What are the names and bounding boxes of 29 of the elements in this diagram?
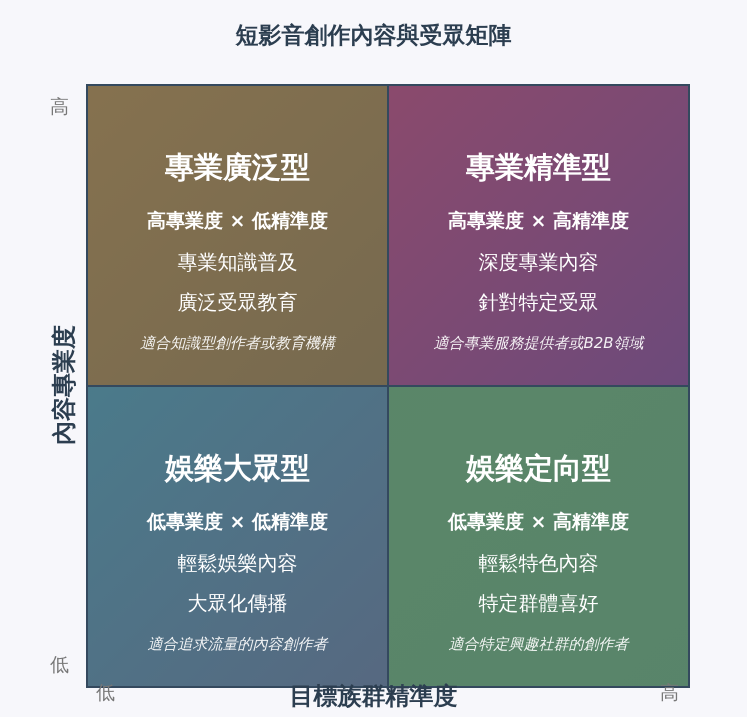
axis-tick-label: 低 bbox=[96, 681, 115, 706]
quadrant-title: 專業廣泛型 bbox=[165, 150, 310, 184]
quadrant-title: 專業精準型 bbox=[466, 150, 611, 184]
note-text: 適合追求流量的內容創作者 bbox=[148, 635, 328, 653]
axis-title: 目標族群精準度 bbox=[290, 681, 458, 712]
quadrant-panel bbox=[389, 86, 688, 385]
description-line: 深度專業內容 bbox=[478, 250, 598, 274]
axis-tick-label: 高 bbox=[660, 681, 679, 706]
description-line: 專業知識普及 bbox=[178, 250, 298, 274]
axis-tick-label: 低 bbox=[50, 653, 69, 678]
axis-tick-label: 高 bbox=[50, 95, 69, 120]
quadrant-subtitle: 高專業度 × 低精準度 bbox=[146, 210, 328, 232]
quadrant-title: 娛樂大眾型 bbox=[165, 451, 310, 485]
note-text: 適合知識型創作者或教育機構 bbox=[140, 334, 335, 352]
chart-title: 短影音創作內容與受眾矩陣 bbox=[234, 22, 512, 51]
description-line: 輕鬆娛樂內容 bbox=[178, 551, 298, 575]
quadrant-title: 娛樂定向型 bbox=[466, 451, 611, 485]
description-line: 針對特定受眾 bbox=[478, 290, 598, 314]
axis-title: 內容專業度 bbox=[49, 325, 79, 445]
note-text: 適合特定興趣社群的創作者 bbox=[448, 635, 628, 653]
quadrant-subtitle: 低專業度 × 低精準度 bbox=[146, 511, 328, 533]
note-text: 適合專業服務提供者或B2B領域 bbox=[433, 334, 644, 352]
description-line: 輕鬆特色內容 bbox=[478, 551, 598, 575]
quadrant-subtitle: 低專業度 × 高精準度 bbox=[448, 511, 630, 533]
description-line: 特定群體喜好 bbox=[478, 591, 598, 615]
description-line: 大眾化傳播 bbox=[188, 591, 288, 615]
quadrant-panel bbox=[88, 86, 387, 385]
description-line: 廣泛受眾教育 bbox=[178, 290, 298, 314]
quadrant-subtitle: 高專業度 × 高精準度 bbox=[448, 210, 630, 232]
